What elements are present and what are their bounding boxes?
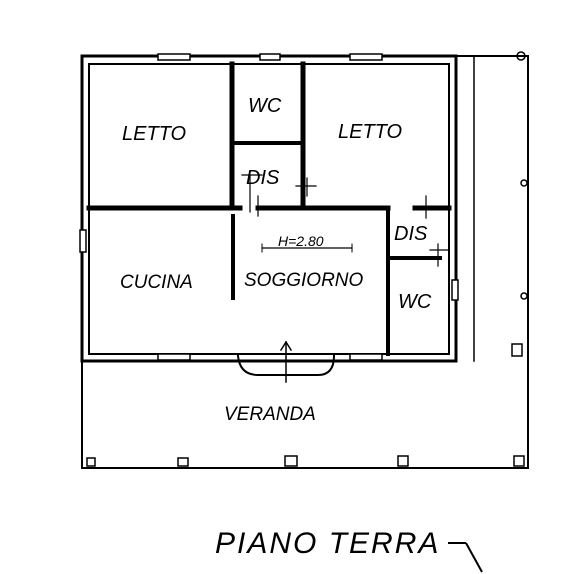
label-letto-right: LETTO (338, 121, 402, 143)
window-left (79, 229, 87, 253)
window-top-1 (157, 53, 191, 61)
window-bottom-2 (349, 353, 383, 361)
window-bottom-1 (157, 353, 191, 361)
post-3 (520, 292, 528, 300)
label-wc-top: WC (248, 95, 282, 117)
post-1 (516, 51, 526, 61)
label-veranda: VERANDA (224, 404, 316, 425)
pillar-1 (86, 457, 96, 467)
pillar-5 (513, 455, 525, 467)
post-2 (520, 179, 528, 187)
label-soggiorno: SOGGIORNO (244, 270, 364, 291)
floor-title-leader-diagonal (465, 542, 483, 573)
label-dis-top: DIS (246, 167, 280, 189)
entrance-arrowhead (279, 340, 293, 352)
window-top-3 (349, 53, 383, 61)
walls (79, 51, 529, 469)
window-top-2 (259, 53, 281, 61)
pillar-2 (177, 457, 189, 467)
label-letto-left: LETTO (122, 123, 186, 145)
pillar-6 (511, 343, 523, 357)
pillar-4 (397, 455, 409, 467)
pillar-3 (284, 455, 298, 467)
floor-title: PIANO TERRA (215, 527, 440, 560)
entrance-bay (236, 354, 336, 376)
label-cucina: CUCINA (120, 272, 193, 293)
label-wc-right: WC (398, 291, 432, 313)
label-height-note: H=2.80 (278, 233, 324, 249)
window-right (451, 279, 459, 301)
label-dis-right: DIS (394, 223, 428, 245)
